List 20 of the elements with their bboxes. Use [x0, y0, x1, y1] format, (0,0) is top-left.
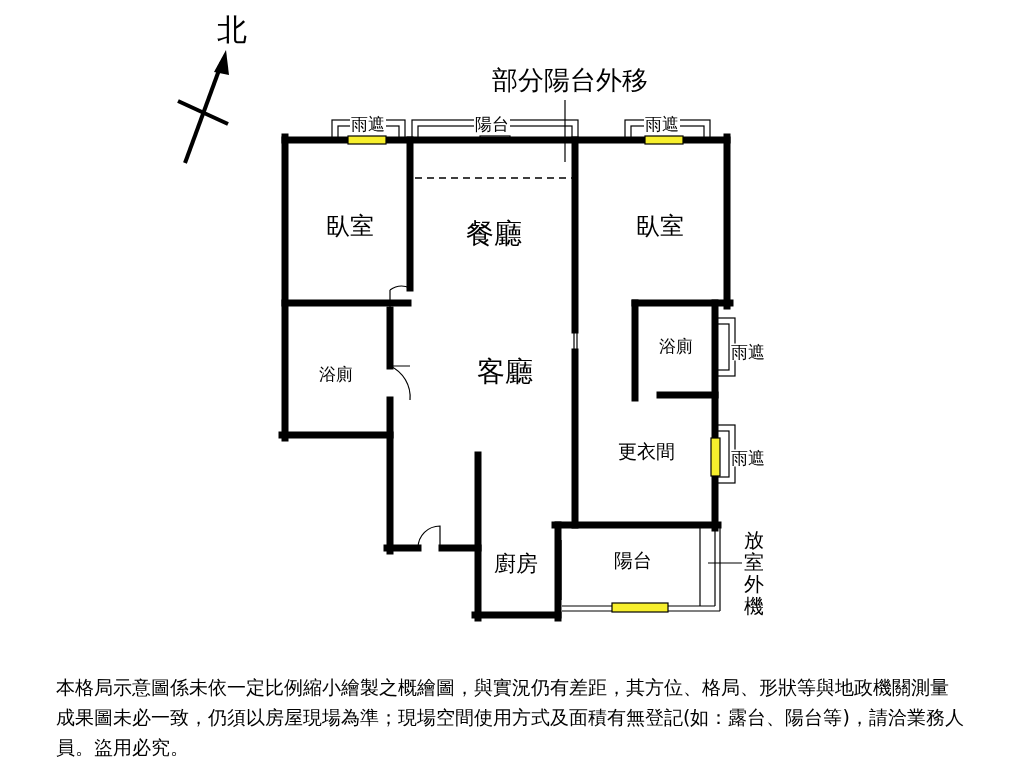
room-label: 臥室: [635, 214, 685, 238]
room-label: 雨遮: [350, 115, 386, 133]
room-label: 臥室: [325, 214, 375, 238]
room-label: 浴廁: [318, 365, 354, 383]
callout-text: 放室外機: [742, 520, 766, 626]
room-label: 浴廁: [658, 337, 694, 355]
room-label: 陽台: [474, 115, 510, 133]
room-label: 陽台: [613, 550, 653, 570]
callout-text: 部分陽台外移: [470, 60, 670, 100]
room-label: 餐廳: [465, 220, 523, 248]
room-label: 雨遮: [730, 449, 766, 467]
room-label: 廚房: [493, 553, 539, 575]
leader-line: [564, 99, 566, 163]
compass-label: 北: [216, 15, 248, 45]
disclaimer-caption: 本格局示意圖係未依一定比例縮小繪製之概繪圖，與實況仍有差距，其方位、格局、形狀等與地政機關測量成果圖未必一致，仍須以房屋現場為準；現場空間使用方式及面積有無登記(如：露台、陽台等)，請洽業務人員。盜用必究。: [56, 675, 965, 760]
leader-line: [707, 562, 743, 564]
room-label: 雨遮: [730, 343, 766, 361]
room-label: 客廳: [476, 358, 534, 386]
room-label: 雨遮: [644, 115, 680, 133]
room-label: 更衣間: [616, 441, 676, 461]
